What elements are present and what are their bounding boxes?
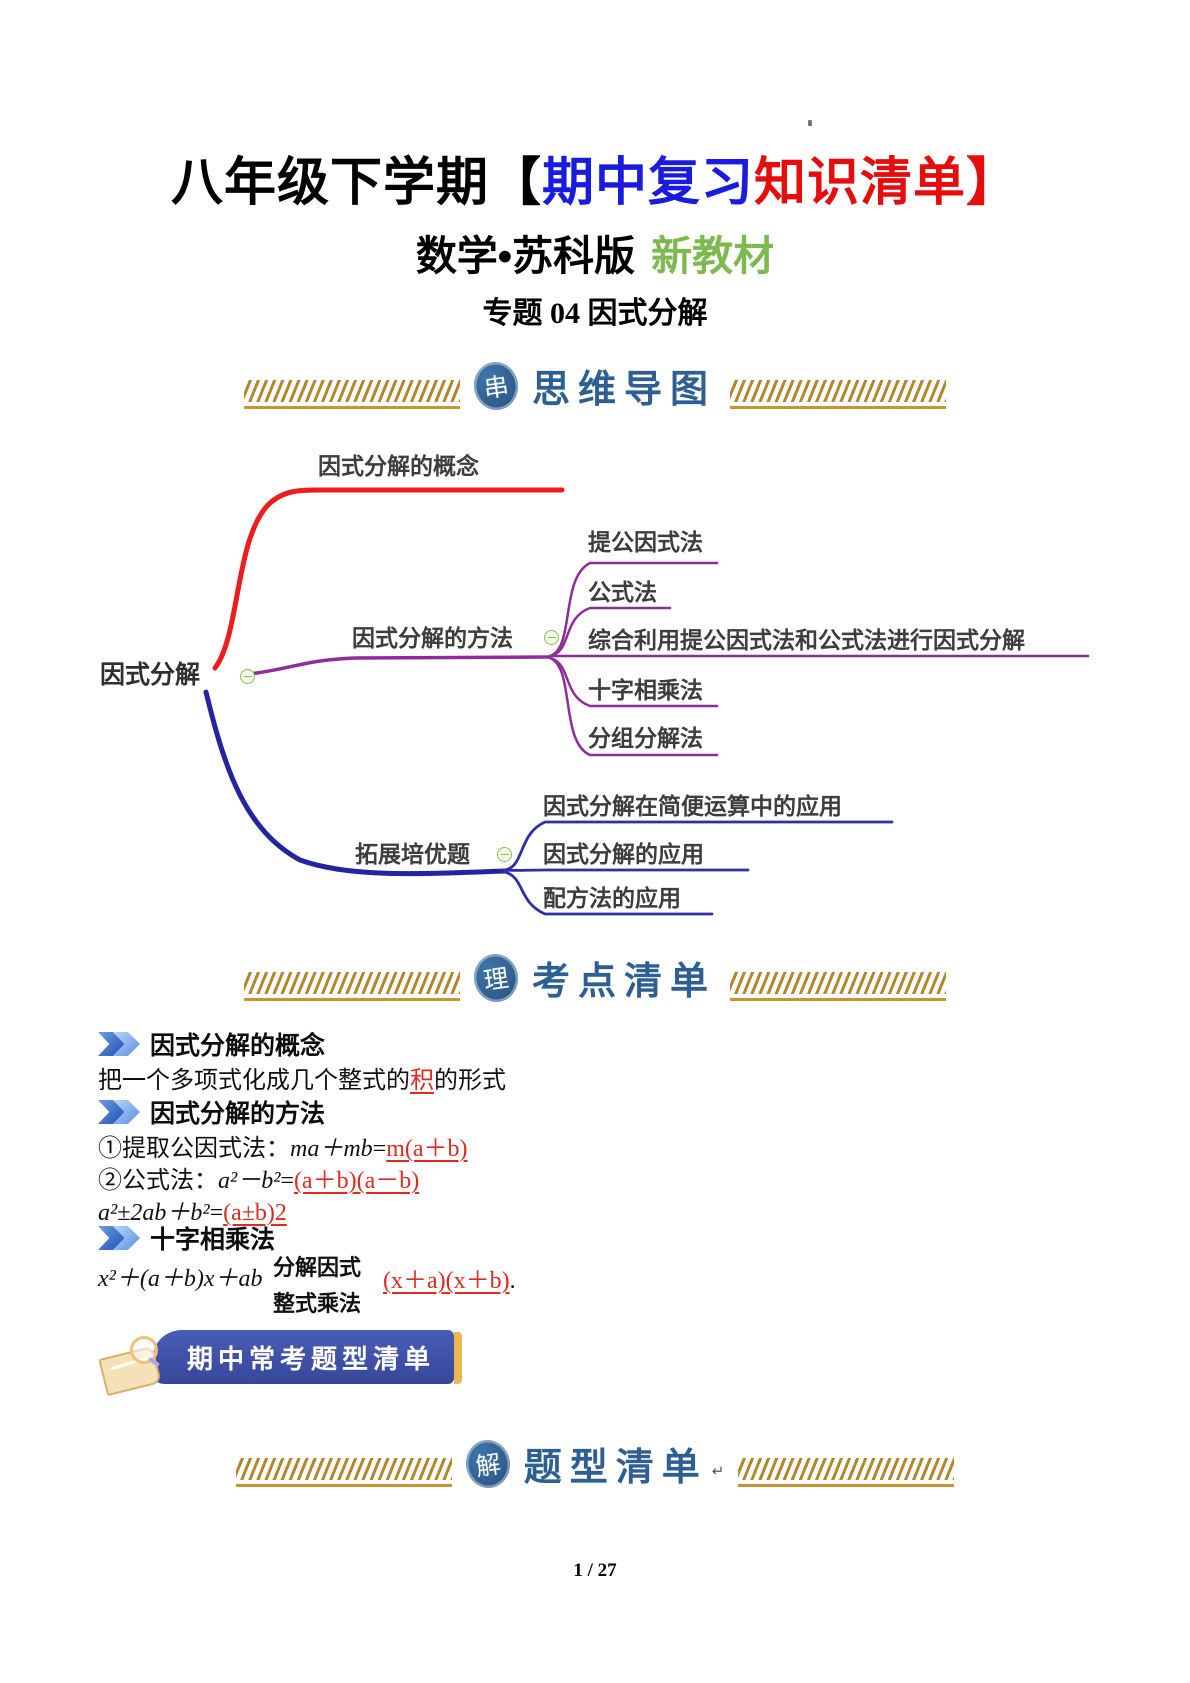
mindmap-node-method: 因式分解的方法 [352,625,513,651]
section-header-mindmap: 串 思维导图 [0,358,1190,413]
subject-label: 数学•苏科版 [415,233,636,279]
formula-square-difference: ②公式法：a²－b²=(a＋b)(a－b) [98,1160,419,1195]
cross-method-expression: x²＋(a＋b)x＋ab [98,1266,263,1292]
heading-text: 因式分解的概念 [150,1032,326,1060]
content-heading-methods: 因式分解的方法 [98,1094,325,1130]
edge-extend-child-0 [503,820,894,872]
mindmap-leaf: 十字相乘法 [588,677,703,703]
period: . [509,1268,516,1294]
section-header-tixing: 解 题型清单 ↵ [0,1436,1190,1491]
edge-concept [212,487,565,671]
hatch-decoration-right [730,380,946,409]
collapse-minus-icon[interactable] [240,669,255,684]
formula-lhs: a²±2ab＋b² [98,1200,210,1226]
hatch-decoration-left [243,380,460,409]
section-header-label: 思维导图 [531,369,716,411]
edge-method-child-4 [548,656,719,757]
mindmap-leaf: 综合利用提公因式法和公式法进行因式分解 [588,627,1025,653]
formula-label: ①提取公因式法： [98,1136,290,1162]
banner-label: 期中常考题型清单 [186,1343,435,1374]
section-header-label: 题型清单 [523,1447,708,1489]
definition-post: 的形式 [434,1068,506,1094]
return-mark: ↵ [711,1462,725,1480]
formula-answer: m(a＋b) [386,1136,468,1162]
stray-mark [808,120,812,126]
title-part-red: 知识清单】 [754,154,1020,212]
formula-lhs: ma＋mb [290,1136,373,1162]
edge-extend [203,689,508,877]
mindmap-leaf: 配方法的应用 [543,885,681,911]
collapse-minus-icon[interactable] [544,630,559,645]
definition-pre: 把一个多项式化成几个整式的 [98,1068,410,1094]
mindmap-leaf: 提公因式法 [588,529,703,555]
hatch-decoration-right [738,1458,955,1487]
mindmap-leaf: 因式分解的应用 [543,841,704,867]
mindmap-node-extend: 拓展培优题 [355,841,470,867]
edge-extend-child-2 [503,870,714,916]
formula-label: ②公式法： [98,1168,218,1194]
jie-seal-icon: 解 [462,1436,513,1491]
cross-label-expand: 整式乘法 [273,1291,362,1316]
banner-pill: 期中常考题型清单 [152,1330,462,1384]
formula-perfect-square: a²±2ab＋b²=(a±b)2 [98,1192,287,1227]
equals-sign: = [209,1200,224,1226]
page-number: 1 / 27 [573,1560,617,1581]
new-textbook-label: 新教材 [651,233,775,279]
edge-method [248,655,550,676]
mindmap-node-concept: 因式分解的概念 [318,453,479,479]
topic-title: 专题 04 因式分解 [482,297,708,330]
formula-answer: (a±b)2 [223,1200,287,1226]
cross-label-factorize: 分解因式 [273,1255,362,1280]
cross-answer: (x＋a)(x＋b) [383,1268,510,1294]
chuan-seal-icon: 串 [470,358,522,413]
mindmap-diagram: 因式分解 因式分解的概念 因式分解的方法 提公因式法 公式法 综合利用提公因式法… [0,420,1190,940]
formula-lhs: a²－b² [218,1168,281,1194]
hatch-decoration-right [730,972,946,1001]
hatch-decoration-left [243,972,460,1001]
heading-text: 十字相乘法 [150,1226,276,1254]
page-title-line1: 八年级下学期【期中复习知识清单】 [0,140,1190,215]
section-header-kaodian: 理 考点清单 [0,950,1190,1005]
collapse-minus-icon[interactable] [497,847,512,862]
definition-highlight: 积 [410,1068,434,1094]
double-chevron-icon [98,1100,140,1124]
mindmap-leaf: 公式法 [588,579,657,605]
mindmap-connectors [203,487,1090,916]
concept-definition: 把一个多项式化成几个整式的积的形式 [98,1060,506,1095]
edge-method-child-0 [548,561,719,658]
double-chevron-icon [98,1226,140,1250]
title-part-black: 八年级下学期【 [170,154,542,212]
edge-method-child-1 [548,606,672,658]
book-magnifier-icon [98,1334,172,1397]
section-header-label: 考点清单 [531,961,716,1003]
cross-method-result: (x＋a)(x＋b). [383,1260,516,1295]
mindmap-leaf: 分组分解法 [588,725,703,751]
hatch-decoration-left [235,1458,452,1487]
content-heading-cross: 十字相乘法 [98,1220,275,1256]
double-chevron-icon [98,1032,140,1056]
content-heading-concept: 因式分解的概念 [98,1026,325,1062]
page-title-line2: 数学•苏科版新教材 [0,222,1190,282]
equals-sign: = [280,1168,294,1194]
li-seal-icon: 理 [470,950,522,1005]
heading-text: 因式分解的方法 [150,1100,326,1128]
mindmap-root-node: 因式分解 [100,661,201,689]
equals-sign: = [372,1136,387,1162]
formula-answer: (a＋b)(a－b) [293,1168,420,1194]
title-part-blue: 期中复习 [541,154,754,212]
formula-common-factor: ①提取公因式法：ma＋mb=m(a＋b) [98,1128,468,1163]
mindmap-leaf: 因式分解在简便运算中的应用 [543,793,842,819]
